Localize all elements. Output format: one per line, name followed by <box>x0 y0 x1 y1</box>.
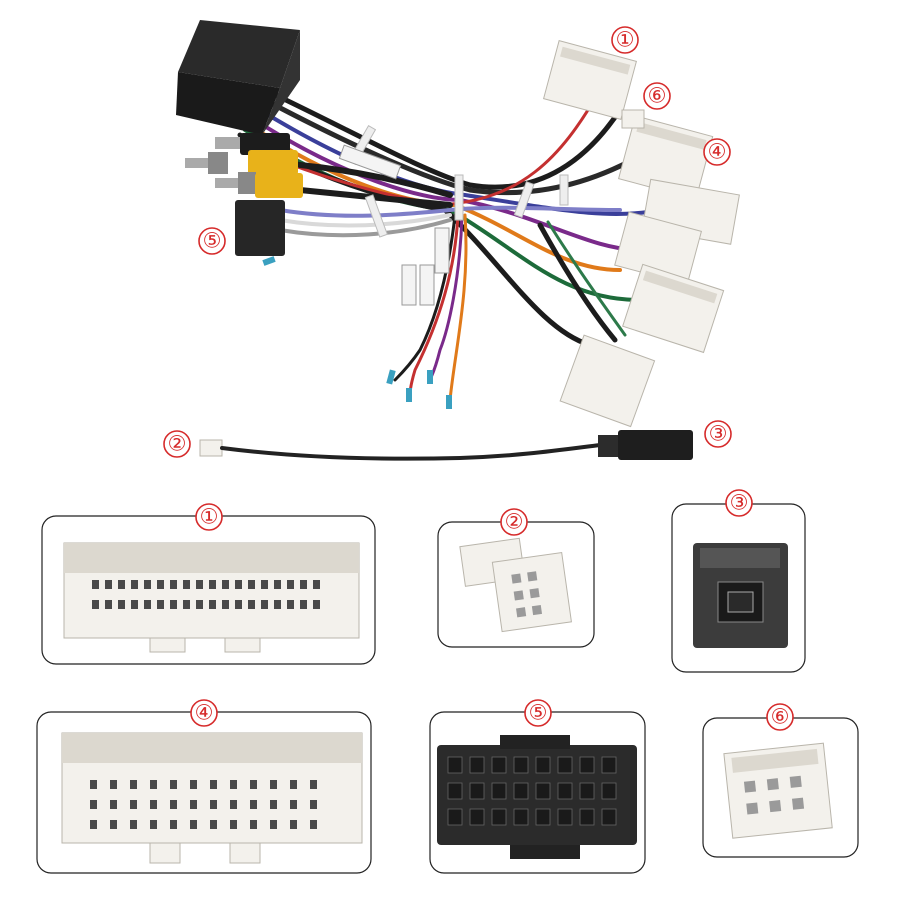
svg-text:①: ① <box>616 29 635 52</box>
connector-panel-1: ① <box>41 503 376 665</box>
canbus-decoder-box <box>176 20 300 135</box>
photo-callout-5: ⑤ <box>198 227 226 255</box>
panel-5-label: ⑤ <box>529 702 548 725</box>
panel-4-label: ④ <box>195 702 214 725</box>
connector-panel-6: ⑥ <box>702 703 859 858</box>
svg-text:②: ② <box>168 433 187 456</box>
svg-text:④: ④ <box>708 141 727 164</box>
rca-plugs <box>185 133 303 198</box>
panel-2-label: ② <box>505 511 524 534</box>
extension-cable <box>199 430 693 461</box>
panel-6-label: ⑥ <box>771 706 790 729</box>
white-connectors <box>542 40 740 428</box>
wire-tips <box>262 256 452 409</box>
harness-assembly: ① ⑥ ④ ⑤ ② ③ <box>163 20 740 461</box>
photo-callout-4: ④ <box>703 138 731 166</box>
photo-callout-1: ① <box>611 26 639 54</box>
photo-callout-6: ⑥ <box>643 82 671 110</box>
connector-panel-3: ③ <box>671 489 806 673</box>
cable-ties <box>347 124 569 238</box>
wire-tags <box>338 144 450 306</box>
svg-text:③: ③ <box>709 423 728 446</box>
black-connector-5 <box>235 200 285 256</box>
connector-panel-2: ② <box>437 508 595 648</box>
svg-text:⑥: ⑥ <box>648 85 667 108</box>
connector-panel-4: ④ <box>36 699 372 874</box>
photo-callout-3: ③ <box>704 420 732 448</box>
photo-callout-2: ② <box>163 430 191 458</box>
svg-text:⑤: ⑤ <box>203 230 222 253</box>
connector-panel-5: ⑤ <box>429 699 646 874</box>
panel-3-label: ③ <box>730 492 749 515</box>
panel-1-label: ① <box>200 506 219 529</box>
